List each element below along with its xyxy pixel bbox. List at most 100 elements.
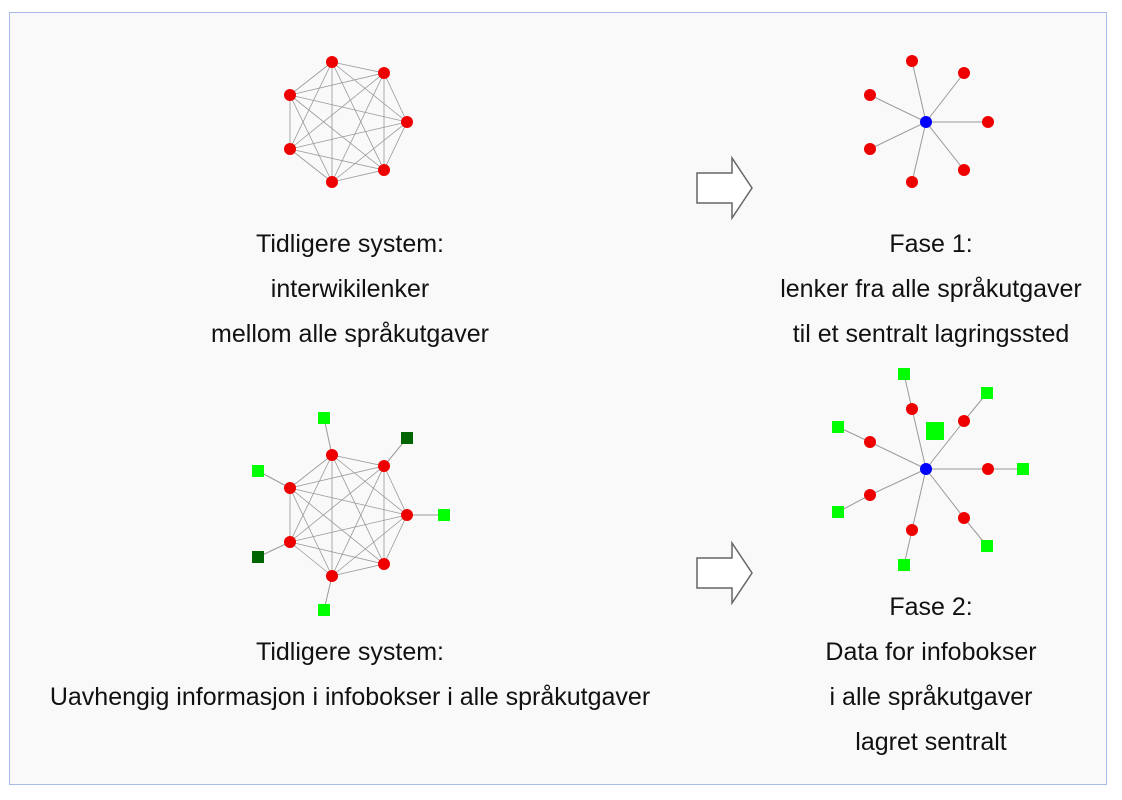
- language-node: [906, 176, 918, 188]
- language-node: [906, 403, 918, 415]
- edge-line: [331, 454, 385, 467]
- edge-line: [331, 454, 408, 516]
- language-node: [958, 164, 970, 176]
- language-node: [284, 482, 296, 494]
- data-square: [832, 506, 844, 518]
- edge-line: [331, 121, 408, 183]
- data-square: [438, 509, 450, 521]
- central-hub-node: [920, 463, 932, 475]
- edge-line: [289, 94, 385, 171]
- edge-line: [925, 420, 965, 470]
- edge-line: [331, 169, 385, 183]
- data-square: [318, 604, 330, 616]
- caption-line: i alle språkutgaver: [829, 683, 1033, 711]
- caption-line: interwikilenker: [270, 275, 430, 303]
- data-square: [898, 559, 910, 571]
- caption-line: til et sentralt lagringssted: [792, 320, 1070, 348]
- edge-line: [925, 72, 965, 123]
- edge-line: [289, 487, 385, 565]
- edge-line: [331, 454, 385, 565]
- language-node: [326, 570, 338, 582]
- language-node: [284, 89, 296, 101]
- central-hub-node: [920, 116, 932, 128]
- phase2-star-graph: [832, 368, 1029, 571]
- data-square: [981, 540, 993, 552]
- edge-line: [869, 468, 927, 496]
- caption-line: Fase 1:: [889, 230, 973, 258]
- edge-line: [289, 72, 385, 96]
- edge-line: [289, 121, 408, 150]
- caption-line: Uavhengig informasjon i infobokser i all…: [49, 683, 651, 711]
- edge-line: [331, 514, 408, 577]
- edge-line: [925, 468, 965, 519]
- edge-line: [331, 72, 385, 183]
- diagram-frame: [9, 12, 1107, 785]
- caption-line: lagret sentralt: [855, 728, 1007, 756]
- caption-previous-infobox: Tidligere system: Uavhengig informasjon …: [0, 630, 700, 720]
- edge-line: [911, 60, 927, 123]
- data-square: [926, 422, 944, 440]
- edge-line: [331, 61, 385, 171]
- edge-line: [289, 465, 385, 489]
- edge-line: [869, 94, 927, 123]
- language-node: [378, 558, 390, 570]
- language-node: [326, 56, 338, 68]
- edge-line: [383, 465, 408, 516]
- language-node: [401, 116, 413, 128]
- phase1-star-graph: [864, 55, 994, 188]
- edge-line: [383, 514, 408, 565]
- data-square: [252, 465, 264, 477]
- edge-line: [331, 61, 408, 123]
- edge-line: [289, 94, 333, 183]
- edge-line: [869, 121, 927, 150]
- edge-line: [289, 487, 408, 516]
- language-node: [401, 509, 413, 521]
- edge-line: [869, 441, 927, 470]
- edge-line: [289, 94, 408, 123]
- language-node: [864, 143, 876, 155]
- arrow-right-icon: [696, 155, 753, 221]
- data-square: [318, 412, 330, 424]
- caption-line: Data for infobokser: [825, 638, 1037, 666]
- infobox-independent-graph: [252, 412, 450, 616]
- edge-line: [289, 541, 333, 577]
- language-node: [378, 67, 390, 79]
- edge-line: [911, 121, 927, 183]
- language-node: [326, 449, 338, 461]
- data-square: [981, 387, 993, 399]
- edge-line: [289, 61, 333, 96]
- language-node: [906, 524, 918, 536]
- data-square: [898, 368, 910, 380]
- language-node: [864, 489, 876, 501]
- language-node: [326, 176, 338, 188]
- language-node: [906, 55, 918, 67]
- language-node: [284, 536, 296, 548]
- edge-line: [911, 468, 927, 531]
- edge-line: [383, 72, 408, 123]
- language-node: [958, 67, 970, 79]
- edge-line: [331, 465, 385, 577]
- language-node: [864, 436, 876, 448]
- data-square: [401, 432, 413, 444]
- data-square: [832, 421, 844, 433]
- edge-line: [289, 72, 385, 150]
- caption-line: lenker fra alle språkutgaver: [780, 275, 1082, 303]
- language-node: [378, 164, 390, 176]
- language-node: [958, 415, 970, 427]
- caption-line: Tidligere system:: [255, 230, 444, 258]
- language-node: [982, 116, 994, 128]
- arrow-right-icon: [696, 540, 753, 606]
- edge-line: [911, 408, 927, 470]
- caption-line: mellom alle språkutgaver: [211, 320, 489, 348]
- caption-line: Fase 2:: [889, 593, 973, 621]
- edge-line: [289, 454, 333, 489]
- edge-line: [289, 514, 408, 543]
- interwiki-complete-graph: [284, 56, 413, 188]
- data-square: [1017, 463, 1029, 475]
- edge-line: [289, 61, 333, 150]
- language-node: [982, 463, 994, 475]
- edge-line: [289, 465, 385, 543]
- edge-line: [289, 487, 333, 577]
- language-node: [864, 89, 876, 101]
